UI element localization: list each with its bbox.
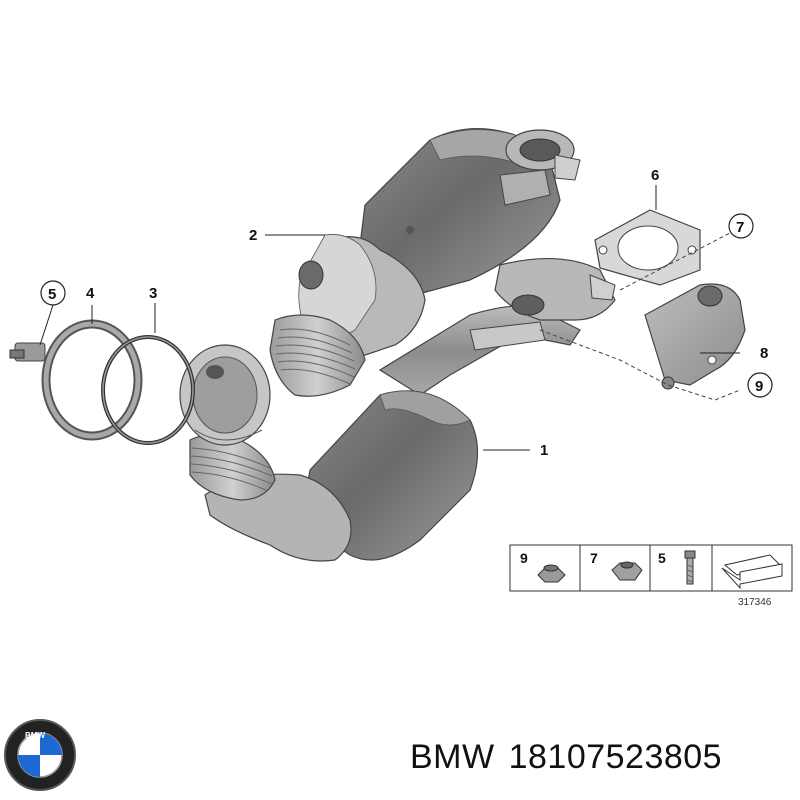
callout-3: 3 <box>149 285 157 302</box>
svg-text:BMW: BMW <box>25 731 45 740</box>
callout-9: 9 <box>747 372 773 398</box>
callout-1: 1 <box>540 442 548 459</box>
svg-text:6: 6 <box>651 167 659 184</box>
leader-lines <box>39 185 740 451</box>
svg-text:9: 9 <box>755 378 763 395</box>
svg-text:1: 1 <box>540 442 548 459</box>
hardware-legend: 9 7 5 <box>509 544 793 592</box>
v-band-clamp <box>9 319 143 441</box>
part-number: 18107523805 <box>508 738 723 776</box>
figure-id: 317346 <box>738 597 772 608</box>
svg-text:5: 5 <box>48 286 56 303</box>
callout-7: 7 <box>728 213 754 239</box>
seal-ring <box>101 335 195 445</box>
bracket <box>644 283 746 390</box>
callout-6: 6 <box>651 167 659 184</box>
svg-text:4: 4 <box>86 285 95 302</box>
legend-label-7: 7 <box>590 550 598 566</box>
svg-text:8: 8 <box>760 345 768 362</box>
legend-label-9: 9 <box>520 550 528 566</box>
bolt-icon <box>684 550 696 585</box>
bmw-logo-icon: BMW <box>4 719 76 791</box>
gasket <box>594 209 701 286</box>
flange-nut-icon <box>537 564 566 583</box>
assembly-lines <box>539 232 741 401</box>
callout-4: 4 <box>86 285 95 302</box>
legend-label-5: 5 <box>658 550 666 566</box>
part-caption: BMW 18107523805 <box>410 738 722 777</box>
brand-name: BMW <box>410 738 495 776</box>
hex-nut-icon <box>611 561 643 581</box>
lower-catalytic-converter <box>179 257 616 562</box>
callout-2: 2 <box>249 227 257 244</box>
svg-text:2: 2 <box>249 227 257 244</box>
callout-5: 5 <box>40 280 66 306</box>
callout-8: 8 <box>760 345 768 362</box>
direction-arrow-icon <box>721 554 783 590</box>
svg-text:3: 3 <box>149 285 157 302</box>
svg-text:7: 7 <box>736 219 744 236</box>
upper-catalytic-converter <box>269 128 581 397</box>
